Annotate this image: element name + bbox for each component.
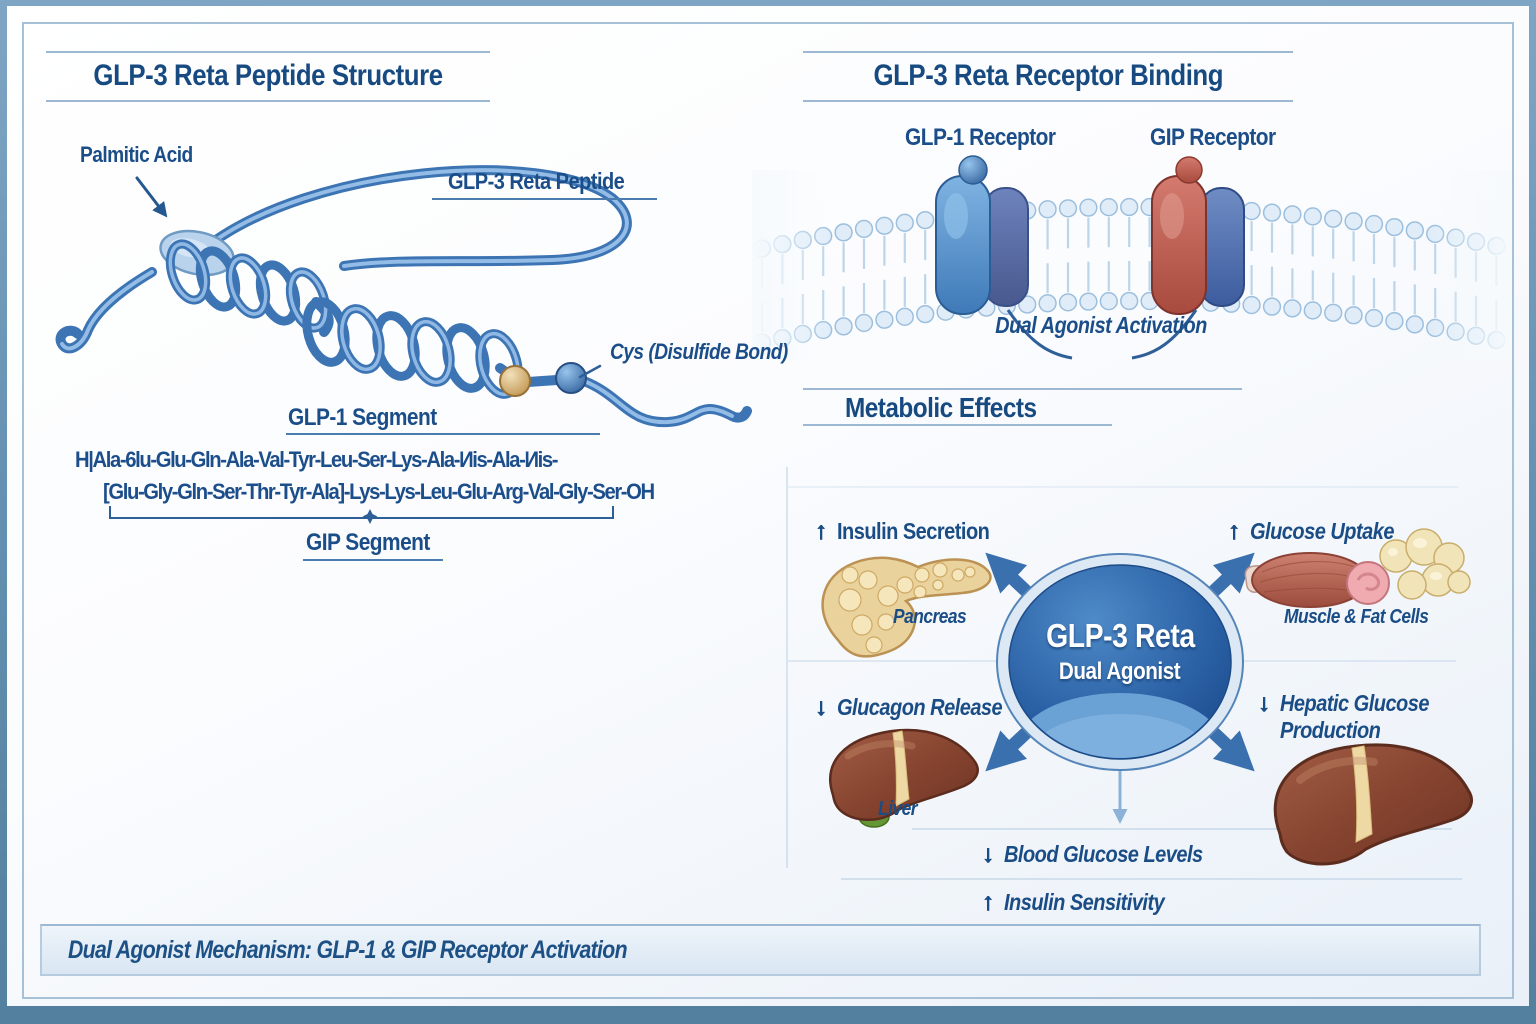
page-background bbox=[7, 6, 1529, 1006]
receptor-panel-title: GLP-3 Reta Receptor Binding bbox=[803, 51, 1293, 102]
pancreas-label: Pancreas bbox=[893, 606, 967, 628]
cys-disulfide-label: Cys (Disulfide Bond) bbox=[610, 339, 788, 364]
effect-glucose-uptake: ↑ Glucose Uptake bbox=[1228, 517, 1394, 545]
effect-insulin-secretion: ↑ Insulin Secretion bbox=[815, 517, 989, 545]
down-arrow-icon: ↓ bbox=[982, 840, 995, 868]
gip-segment-label: GIP Segment bbox=[306, 529, 430, 556]
bottom-banner: Dual Agonist Mechanism: GLP-1 & GIP Rece… bbox=[40, 924, 1481, 976]
glp1-segment-label: GLP-1 Segment bbox=[288, 404, 437, 431]
palmitic-acid-label: Palmitic Acid bbox=[80, 142, 193, 167]
peptide-panel-title: GLP-3 Reta Peptide Structure bbox=[46, 51, 490, 102]
metabolic-effects-title: Metabolic Effects bbox=[845, 392, 1037, 423]
central-badge-text: GLP-3 Reta Dual Agonist bbox=[1045, 617, 1195, 685]
muscle-fat-label: Muscle & Fat Cells bbox=[1284, 606, 1429, 628]
sequence-line-2: [Glu-Gly-Gln-Ser-Thr-Tyr-Ala]-Lys-Lys-Le… bbox=[103, 479, 655, 504]
outcome-insulin-sensitivity: ↑ Insulin Sensitivity bbox=[982, 888, 1164, 916]
outcome-blood-glucose: ↓ Blood Glucose Levels bbox=[982, 840, 1203, 868]
banner-text: Dual Agonist Mechanism: GLP-1 & GIP Rece… bbox=[68, 936, 628, 964]
up-arrow-icon: ↑ bbox=[982, 888, 995, 916]
effect-hepatic-glucose: ↓ Hepatic Glucose Production bbox=[1258, 689, 1429, 744]
liver-label: Liver bbox=[878, 798, 918, 820]
glp1-receptor-label: GLP-1 Receptor bbox=[905, 124, 1056, 151]
sequence-line-1: H|Ala-6lu-Glu-Gln-Ala-Val-Tyr-Leu-Ser-Ly… bbox=[75, 447, 559, 472]
down-arrow-icon: ↓ bbox=[815, 693, 828, 721]
down-arrow-icon: ↓ bbox=[1258, 689, 1271, 717]
dual-agonist-activation-label: Dual Agonist Activation bbox=[995, 312, 1207, 338]
gip-receptor-label: GIP Receptor bbox=[1150, 124, 1276, 151]
peptide-label: GLP-3 Reta Peptide bbox=[448, 168, 625, 194]
effect-glucagon-release: ↓ Glucagon Release bbox=[815, 693, 1002, 721]
up-arrow-icon: ↑ bbox=[815, 517, 828, 545]
up-arrow-icon: ↑ bbox=[1228, 517, 1241, 545]
